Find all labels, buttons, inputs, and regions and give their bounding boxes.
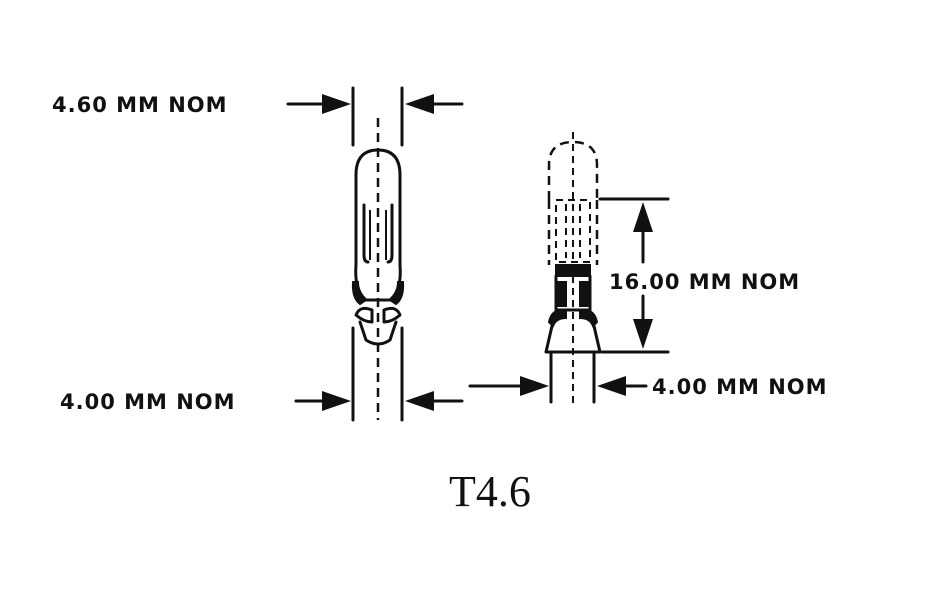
top-left-dimension-arrows <box>286 94 464 114</box>
height-dimension-arrows <box>598 197 670 354</box>
bottom-right-dimension-arrows <box>468 376 648 396</box>
right-bulb-drawing <box>544 132 602 405</box>
dimension-label-height: 16.00 MM NOM <box>609 270 800 294</box>
left-bulb-drawing <box>351 86 405 422</box>
dimension-label-top-left: 4.60 MM NOM <box>52 93 228 117</box>
dimension-label-bottom-left: 4.00 MM NOM <box>60 390 236 414</box>
bottom-left-dimension-arrows <box>294 391 464 411</box>
diagram-caption: T4.6 <box>449 467 531 516</box>
dimension-label-bottom-right: 4.00 MM NOM <box>652 375 828 399</box>
